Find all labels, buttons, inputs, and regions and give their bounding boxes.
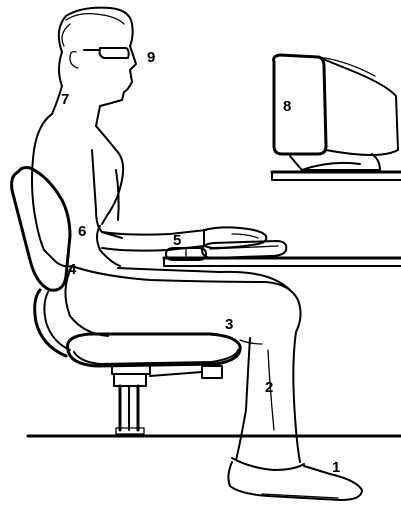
monitor <box>270 53 401 181</box>
callout-6: 6 <box>78 223 86 240</box>
callout-1: 1 <box>332 459 340 476</box>
chair <box>10 166 242 435</box>
person <box>31 6 363 501</box>
keyboard <box>201 240 288 259</box>
callout-3: 3 <box>225 316 233 333</box>
callout-8: 8 <box>283 98 291 115</box>
callout-7: 7 <box>61 91 69 108</box>
callout-2: 2 <box>265 379 273 396</box>
wrist-rest <box>165 247 207 261</box>
callout-5: 5 <box>173 232 181 249</box>
callout-4: 4 <box>68 261 77 278</box>
callout-9: 9 <box>147 49 155 66</box>
